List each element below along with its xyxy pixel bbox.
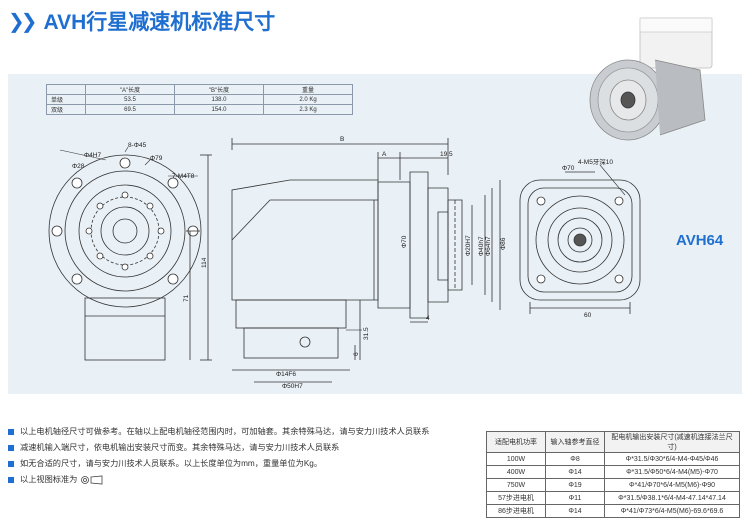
label-right-phi70: Φ70 <box>562 165 575 172</box>
note-text: 如无合适的尺寸，请与安力川技术人员联系。以上长度单位为mm，重量单位为Kg。 <box>20 459 323 468</box>
label-phi70: Φ70 <box>401 235 408 248</box>
note-item: 减速机输入端尺寸，依电机输出安装尺寸而变。其余特殊马达，请与安力川技术人员联系 <box>8 440 429 456</box>
table-row: 750W Φ19 Φ*41/Φ70*6/4-M5(M6)-Φ90 <box>486 478 740 492</box>
label-right-thread: 4-M5牙深10 <box>578 157 613 166</box>
table-cell: Φ14 <box>545 465 605 479</box>
table-row: 双级 69.5 154.0 2.3 Kg <box>46 104 353 115</box>
label-b: B <box>340 136 344 143</box>
table-cell: 配电机输出安装尺寸(减速机连接法兰尺寸) <box>604 431 740 453</box>
dimension-table: "A"长度 "B"长度 重量 单级 53.5 138.0 2.0 Kg 双级 6… <box>46 84 353 115</box>
table-cell: Φ11 <box>545 491 605 505</box>
label-thread: 7-M4T8 <box>172 173 195 180</box>
label-phi4h7: Φ4H7 <box>84 152 101 159</box>
table-cell: 57步进电机 <box>486 491 546 505</box>
bullet-icon <box>8 477 14 483</box>
table-cell: 适配电机功率 <box>486 431 546 453</box>
table-cell: Φ*41/Φ70*6/4-M5(M6)-Φ90 <box>604 478 740 492</box>
note-item: 如无合适的尺寸，请与安力川技术人员联系。以上长度单位为mm，重量单位为Kg。 <box>8 456 429 472</box>
label-phi28: Φ28 <box>72 163 85 170</box>
double-chevron-icon: ❯❯ <box>8 10 37 33</box>
note-text: 以上电机轴径尺寸可做参考。在轴以上配电机轴径范围内时，可加轴套。其余特殊马达，请… <box>20 427 430 436</box>
page-title: ❯❯ AVH行星减速机标准尺寸 <box>8 8 276 35</box>
table-cell: Φ*31.5/Φ38.1*6/4-M4-47.14*47.14 <box>604 491 740 505</box>
bullet-icon <box>8 429 14 435</box>
label-right-d60: 60 <box>584 312 592 319</box>
table-cell: Φ*31.5/Φ30*6/4-M4-Φ45/Φ46 <box>604 452 740 466</box>
notes-list: 以上电机轴径尺寸可做参考。在轴以上配电机轴径范围内时，可加轴套。其余特殊马达，请… <box>8 424 429 488</box>
table-cell: 400W <box>486 465 546 479</box>
bullet-icon <box>8 445 14 451</box>
note-item: 以上电机轴径尺寸可做参考。在轴以上配电机轴径范围内时，可加轴套。其余特殊马达，请… <box>8 424 429 440</box>
motor-table: 适配电机功率 输入轴参考直径 配电机输出安装尺寸(减速机连接法兰尺寸) 100W… <box>486 431 740 518</box>
label-phi14f6: Φ14F6 <box>276 371 296 378</box>
note-text: 减速机输入端尺寸，依电机输出安装尺寸而变。其余特殊马达，请与安力川技术人员联系 <box>20 443 340 452</box>
table-row: 100W Φ8 Φ*31.5/Φ30*6/4-M4-Φ45/Φ46 <box>486 452 740 466</box>
product-photo <box>589 17 713 141</box>
label-d195: 19.5 <box>440 151 453 158</box>
label-d4: 4 <box>426 315 430 322</box>
label-phi64h7: Φ64h7 <box>485 236 492 256</box>
label-d114: 114 <box>201 257 208 268</box>
projection-symbol-icon <box>81 475 103 485</box>
note-item: 以上视图标准为 <box>8 472 429 488</box>
label-phi50h7: Φ50H7 <box>282 383 303 390</box>
table-cell: Φ19 <box>545 478 605 492</box>
table-cell: Φ*31.5/Φ50*6/4-M4(M5)-Φ70 <box>604 465 740 479</box>
table-cell: Φ8 <box>545 452 605 466</box>
label-phi20h7: Φ20H7 <box>465 235 472 256</box>
label-phi40h7: Φ40h7 <box>478 236 485 256</box>
note-text: 以上视图标准为 <box>20 475 78 484</box>
label-hole: 8-Φ45 <box>128 142 147 149</box>
label-d71: 71 <box>183 294 190 302</box>
label-phi86: Φ86 <box>500 237 507 250</box>
model-label: AVH64 <box>676 232 724 249</box>
bullet-icon <box>8 461 14 467</box>
label-a: A <box>382 151 387 158</box>
side-view <box>231 138 501 383</box>
table-cell: 100W <box>486 452 546 466</box>
table-cell: 输入轴参考直径 <box>545 431 605 453</box>
label-d315: 31.5 <box>363 327 370 340</box>
front-view <box>48 146 212 361</box>
label-d6: 6 <box>353 352 360 356</box>
table-cell: 750W <box>486 478 546 492</box>
table-header-row: 适配电机功率 输入轴参考直径 配电机输出安装尺寸(减速机连接法兰尺寸) <box>486 431 740 453</box>
table-cell: 2.3 Kg <box>263 104 353 115</box>
table-row: 57步进电机 Φ11 Φ*31.5/Φ38.1*6/4-M4-47.14*47.… <box>486 491 740 505</box>
right-view <box>519 164 641 314</box>
label-phi79: Φ79 <box>150 155 163 162</box>
page-title-text: AVH行星减速机标准尺寸 <box>43 11 276 34</box>
table-row: 400W Φ14 Φ*31.5/Φ50*6/4-M4(M5)-Φ70 <box>486 465 740 479</box>
